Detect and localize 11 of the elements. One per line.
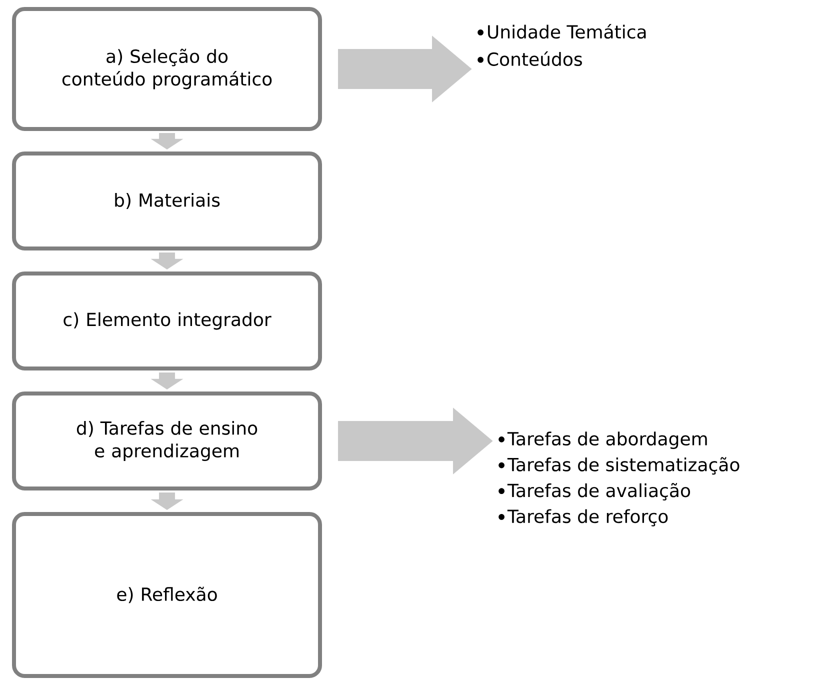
process-box: c) Elemento integrador xyxy=(12,272,322,370)
list-item: Tarefas de sistematização xyxy=(507,457,740,475)
list-item: Tarefas de reforço xyxy=(507,509,668,526)
list-item: Tarefas de avaliação xyxy=(507,483,690,500)
process-box: b) Materiais xyxy=(12,152,322,250)
process-box: d) Tarefas de ensino e aprendizagem xyxy=(12,392,322,490)
list-item: Unidade Temática xyxy=(488,24,646,39)
list-item: Tarefas de abordagem xyxy=(507,432,707,450)
process-box: a) Seleção do conteúdo programático xyxy=(12,7,322,131)
process-box: e) Reflexão xyxy=(12,512,322,678)
list-item: Conteúdos xyxy=(487,51,582,66)
